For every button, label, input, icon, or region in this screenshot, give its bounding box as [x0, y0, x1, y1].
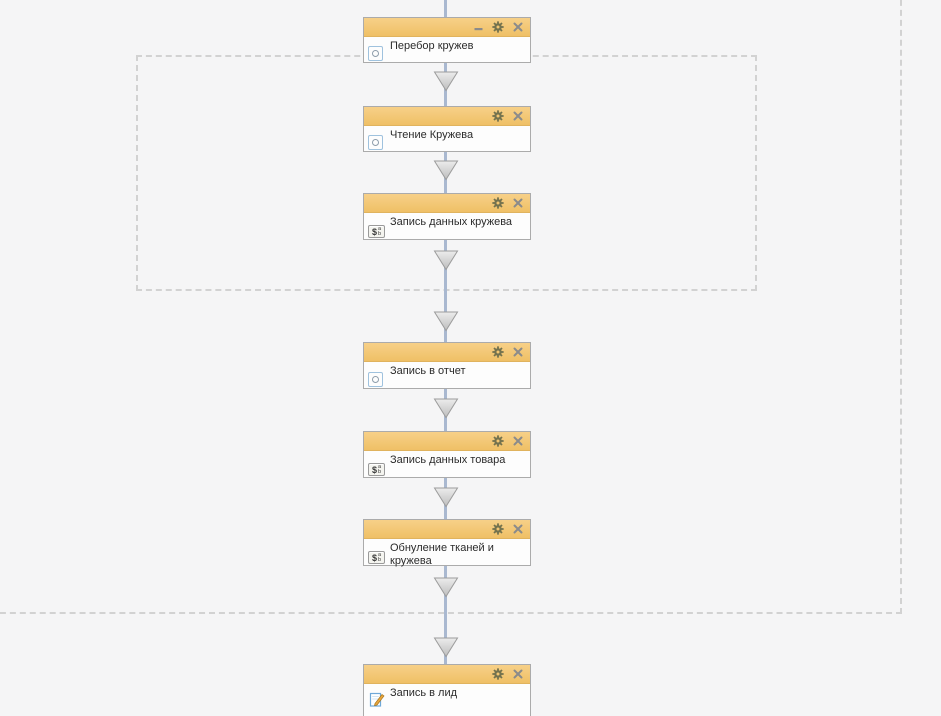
node-body: Чтение Кружева [364, 129, 530, 154]
close-button[interactable] [513, 669, 523, 679]
action-icon [368, 135, 383, 150]
node-header[interactable] [364, 343, 530, 362]
node-header[interactable] [364, 520, 530, 539]
arrow-down-icon [433, 398, 459, 419]
arrow-down-icon [433, 71, 459, 92]
node-header[interactable] [364, 18, 530, 37]
settings-button[interactable] [492, 110, 504, 122]
action-node-perebor-kruzhev[interactable]: Перебор кружев [363, 17, 531, 63]
node-header[interactable] [364, 432, 530, 451]
arrow-down-icon [433, 487, 459, 508]
close-button[interactable] [513, 436, 523, 446]
action-node-chtenie-kruzheva[interactable]: Чтение Кружева [363, 106, 531, 152]
edit-document-icon [368, 691, 385, 713]
close-button[interactable] [513, 524, 523, 534]
node-header[interactable] [364, 107, 530, 126]
node-label: Запись данных товара [390, 454, 506, 466]
arrow-down-icon [433, 160, 459, 181]
node-body: Запись в отчет [364, 365, 530, 391]
node-body: Перебор кружев [364, 40, 530, 65]
node-label: Перебор кружев [390, 40, 474, 52]
node-label: Запись в лид [390, 687, 458, 699]
node-label: Обнуление тканей и кружева [390, 542, 494, 567]
action-node-zapis-v-otchet[interactable]: Запись в отчет [363, 342, 531, 389]
arrow-down-icon [433, 637, 459, 658]
node-header[interactable] [364, 665, 530, 684]
connector-line [444, 240, 447, 342]
node-label: Запись данных кружева [390, 216, 513, 228]
minimize-button[interactable] [474, 23, 483, 32]
settings-button[interactable] [492, 197, 504, 209]
settings-button[interactable] [492, 21, 504, 33]
connector-line [444, 0, 447, 17]
settings-button[interactable] [492, 668, 504, 680]
settings-button[interactable] [492, 435, 504, 447]
close-button[interactable] [513, 347, 523, 357]
close-button[interactable] [513, 198, 523, 208]
group-frame-outer [0, 0, 902, 614]
close-button[interactable] [513, 111, 523, 121]
action-icon [368, 372, 383, 387]
node-label: Чтение Кружева [390, 129, 474, 141]
node-body: Запись в лид [364, 687, 530, 716]
arrow-down-icon [433, 250, 459, 271]
settings-button[interactable] [492, 523, 504, 535]
arrow-down-icon [433, 311, 459, 332]
settings-button[interactable] [492, 346, 504, 358]
loop-action-icon [368, 46, 383, 61]
action-node-zapis-v-lid[interactable]: Запись в лид [363, 664, 531, 716]
arrow-down-icon [433, 577, 459, 598]
connector-line [444, 566, 447, 664]
node-label: Запись в отчет [390, 365, 466, 377]
close-button[interactable] [513, 22, 523, 32]
node-header[interactable] [364, 194, 530, 213]
